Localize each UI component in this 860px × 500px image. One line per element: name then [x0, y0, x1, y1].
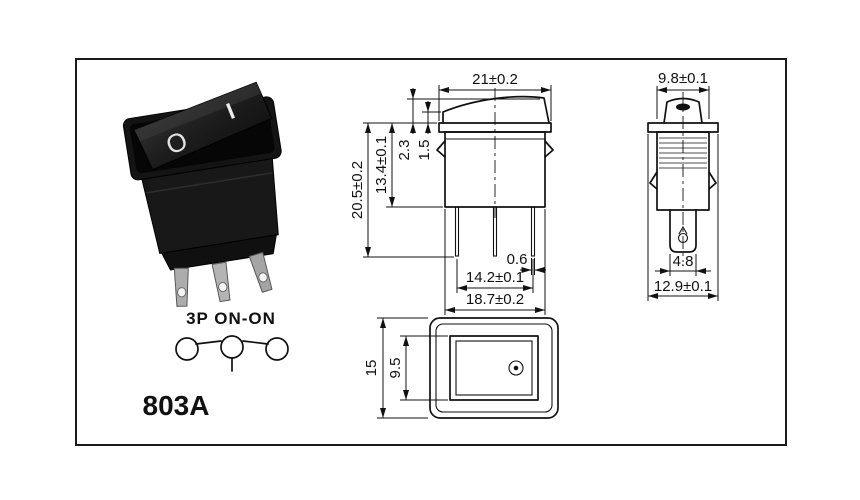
circuit-symbol: 3P ON-ON — [175, 309, 289, 372]
dim-front-rocker-height: 2.3 — [396, 140, 413, 161]
side-latch-right — [708, 171, 717, 190]
circuit-terminal-left — [175, 337, 199, 361]
side-dimensions: 9.8±0.1 4.8 12.9±0.1 — [647, 70, 719, 301]
dim-front-bezel-height: 1.5 — [416, 140, 433, 161]
side-stem-keyhole — [678, 225, 688, 235]
switch-pin-right — [248, 251, 273, 293]
dim-front-pin-thickness: 0.6 — [507, 251, 528, 268]
side-latch-left — [649, 171, 658, 190]
side-stem — [669, 209, 697, 253]
top-opening-outline — [449, 335, 539, 401]
switch-pin-middle — [211, 261, 231, 303]
front-dimensions: 21±0.2 20.5±0.2 13.4±0.1 2.3 1.5 0.6 14.… — [349, 71, 552, 315]
switch-body-base — [160, 234, 277, 271]
top-dimension-lines — [380, 318, 409, 418]
dim-top-inner-height: 9.5 — [387, 358, 404, 379]
side-rocker-mark — [676, 103, 690, 111]
switch-photo: O I — [122, 81, 282, 307]
top-view — [429, 317, 559, 419]
dim-front-top-width: 21±0.2 — [472, 71, 518, 88]
circuit-terminal-right — [265, 337, 289, 361]
top-outer-outline — [429, 317, 559, 419]
front-latch-right — [544, 140, 554, 158]
circuit-lever-left — [195, 340, 222, 345]
front-pin-right — [530, 206, 536, 257]
top-indicator-circle — [508, 360, 524, 376]
dim-front-pin-span: 14.2±0.1 — [466, 269, 524, 286]
switch-body-seam — [146, 172, 273, 194]
dim-front-body-width: 18.7±0.2 — [466, 291, 524, 308]
switch-body — [141, 158, 279, 255]
switch-pin-left — [173, 267, 189, 307]
front-pin-left — [454, 206, 460, 257]
dim-front-total-height: 20.5±0.2 — [349, 161, 366, 219]
side-extension-lines — [647, 86, 719, 301]
front-pin-middle — [492, 206, 498, 257]
dim-side-top-width: 9.8±0.1 — [658, 70, 708, 87]
top-bezel-outline — [435, 323, 553, 413]
front-extension-lines — [363, 85, 552, 315]
circuit-lever-right — [242, 340, 269, 345]
top-rocker-outline — [455, 340, 533, 396]
dim-side-stem-width: 4.8 — [673, 253, 694, 270]
top-view-dimensions: 15 9.5 — [363, 317, 448, 419]
side-dimension-lines — [648, 87, 718, 299]
dim-side-bottom-width: 12.9±0.1 — [654, 278, 712, 295]
model-number: 803A — [143, 390, 210, 421]
switch-rocker-highlight — [134, 82, 262, 142]
side-view — [647, 92, 719, 262]
dim-top-outer-height: 15 — [363, 360, 380, 377]
front-latch-left — [436, 140, 446, 158]
dim-front-body-height: 13.4±0.1 — [373, 136, 390, 194]
side-body — [656, 131, 710, 211]
front-dimension-lines — [365, 87, 551, 313]
circuit-label: 3P ON-ON — [186, 309, 276, 328]
top-indicator-dot — [513, 365, 519, 371]
switch-rocker — [133, 81, 273, 171]
